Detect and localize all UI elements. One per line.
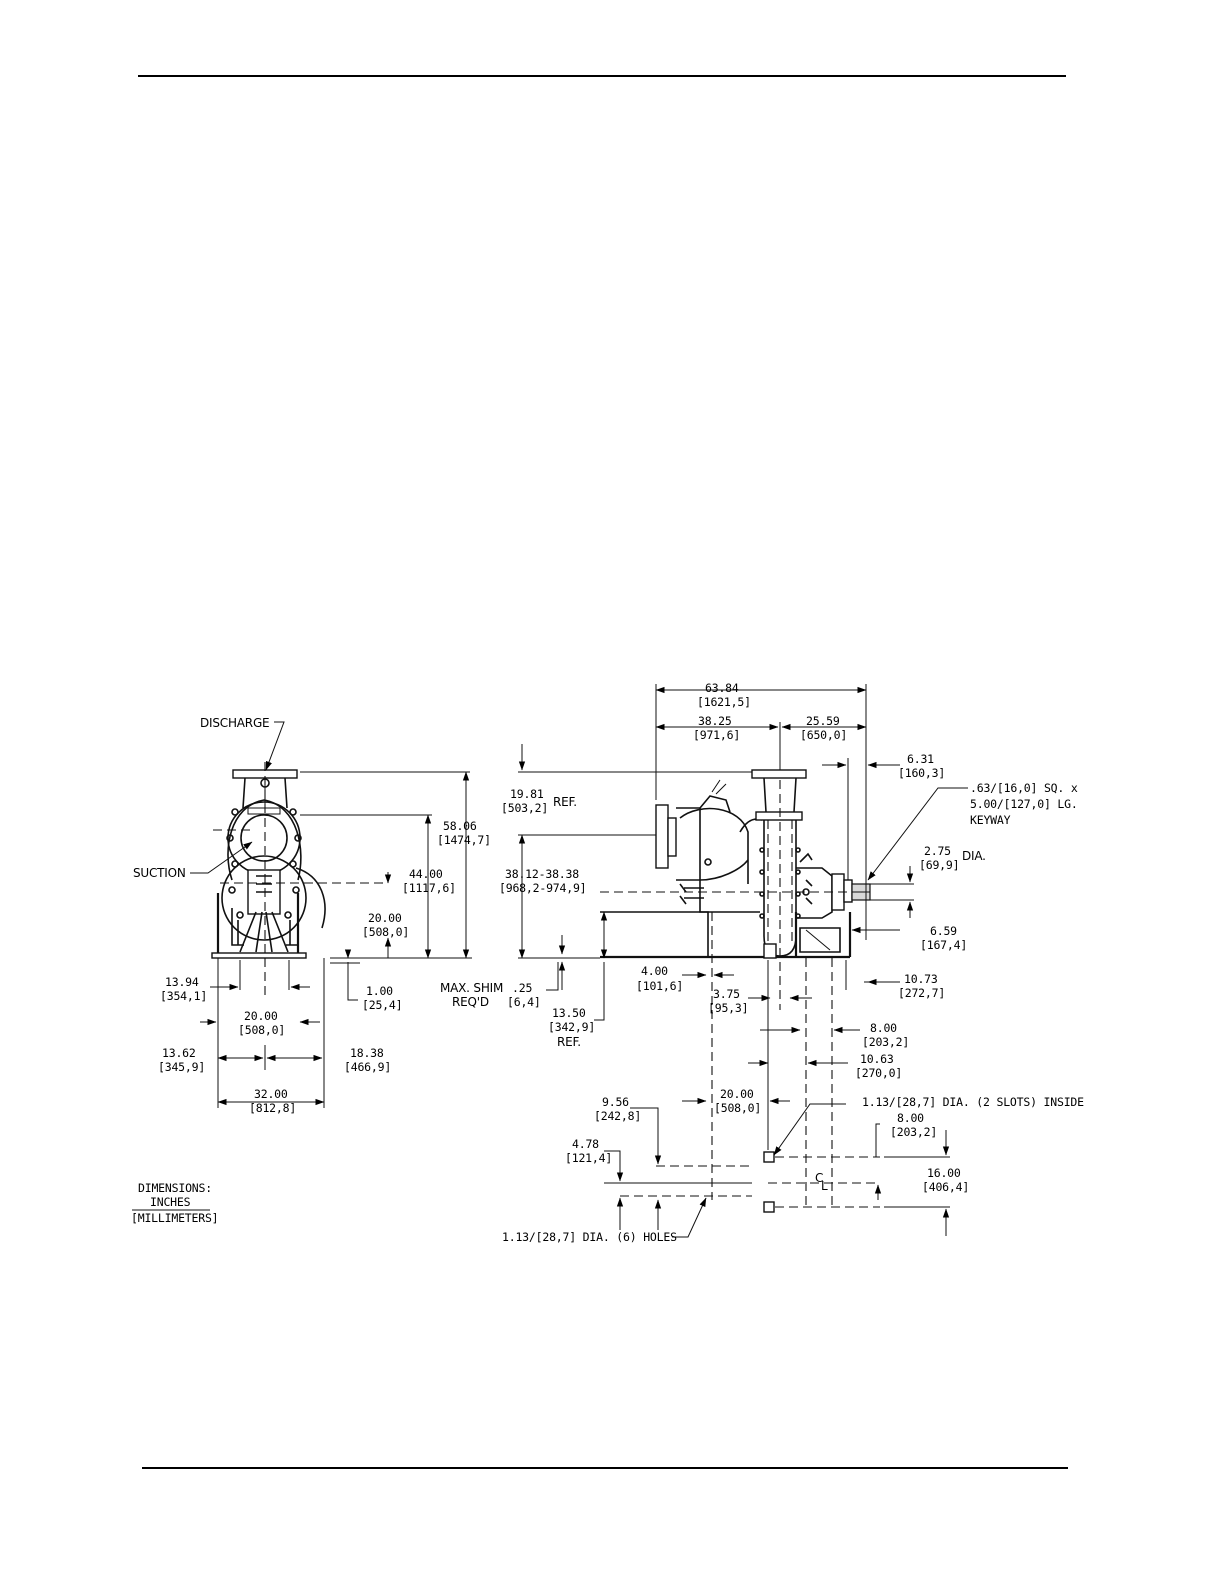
- front-view: [211, 762, 383, 1000]
- dim-63-84-in: 63.84: [705, 681, 739, 695]
- keyway-line1: .63/[16,0] SQ. x: [970, 781, 1078, 795]
- dim-9-56-mm: [242,8]: [594, 1109, 641, 1123]
- dim-13-94-in: 13.94: [165, 975, 199, 989]
- dim-0-25-in: .25: [512, 981, 532, 995]
- dim-32-00-in: 32.00: [254, 1087, 288, 1101]
- keyway-line3: KEYWAY: [970, 813, 1011, 827]
- dim-3-75-mm: [95,3]: [708, 1001, 748, 1015]
- dia-label: DIA.: [962, 849, 986, 863]
- dim-38-25-in: 38.25: [698, 714, 732, 728]
- dim-4-78-mm: [121,4]: [565, 1151, 612, 1165]
- dim-38-12-mm: [968,2-974,9]: [499, 881, 586, 895]
- dim-38-25-mm: [971,6]: [693, 728, 740, 742]
- dim-19-81-mm: [503,2]: [501, 801, 548, 815]
- dim-10-63-mm: [270,0]: [855, 1066, 902, 1080]
- dim-1-00-in: 1.00: [366, 984, 393, 998]
- centerline-c: C: [815, 1171, 823, 1185]
- dim-10-63-in: 10.63: [860, 1052, 894, 1066]
- ref-label-19-81: REF.: [553, 795, 577, 809]
- dim-9-56-in: 9.56: [602, 1095, 629, 1109]
- dim-10-73-mm: [272,7]: [898, 986, 945, 1000]
- dim-4-00-mm: [101,6]: [636, 979, 683, 993]
- dim-6-59-mm: [167,4]: [920, 938, 967, 952]
- dim-1-00-mm: [25,4]: [362, 998, 402, 1012]
- max-shim-label: MAX. SHIM: [440, 981, 503, 995]
- dim-58-06-in: 58.06: [443, 819, 477, 833]
- labels: DISCHARGE SUCTION 58.06 [1474,7] 44.00 […: [131, 681, 1084, 1244]
- dim-2-75-mm: [69,9]: [919, 858, 959, 872]
- dim-20-00b-mm: [508,0]: [238, 1023, 285, 1037]
- dim-4-78-in: 4.78: [572, 1137, 599, 1151]
- legend-inches: INCHES: [150, 1195, 191, 1209]
- dim-0-25-mm: [6,4]: [507, 995, 541, 1009]
- dim-32-00-mm: [812,8]: [249, 1101, 296, 1115]
- dim-4-00-in: 4.00: [641, 964, 668, 978]
- dim-20-00c-in: 20.00: [720, 1087, 754, 1101]
- dim-38-12-in: 38.12-38.38: [505, 867, 579, 881]
- side-view: [600, 769, 880, 1213]
- dim-6-31-in: 6.31: [907, 752, 934, 766]
- dim-58-06-mm: [1474,7]: [437, 833, 491, 847]
- dim-8-00a-mm: [203,2]: [862, 1035, 909, 1049]
- dim-2-75-in: 2.75: [924, 844, 951, 858]
- dim-10-73-in: 10.73: [904, 972, 938, 986]
- dim-8-00b-mm: [203,2]: [890, 1125, 937, 1139]
- dim-3-75-in: 3.75: [713, 987, 740, 1001]
- dim-25-59-in: 25.59: [806, 714, 840, 728]
- dim-13-50-mm: [342,9]: [548, 1020, 595, 1034]
- dim-19-81-in: 19.81: [510, 787, 544, 801]
- keyway-line2: 5.00/[127,0] LG.: [970, 797, 1078, 811]
- legend-title: DIMENSIONS:: [138, 1181, 212, 1195]
- holes-label: 1.13/[28,7] DIA. (6) HOLES: [502, 1230, 677, 1244]
- dim-16-00-mm: [406,4]: [922, 1180, 969, 1194]
- dim-6-59-in: 6.59: [930, 924, 957, 938]
- dim-63-84-mm: [1621,5]: [697, 695, 751, 709]
- dim-16-00-in: 16.00: [927, 1166, 961, 1180]
- dim-25-59-mm: [650,0]: [800, 728, 847, 742]
- slots-label: 1.13/[28,7] DIA. (2 SLOTS) INSIDE: [862, 1095, 1084, 1109]
- discharge-label: DISCHARGE: [200, 716, 269, 730]
- legend-millimeters: [MILLIMETERS]: [131, 1211, 218, 1225]
- dim-18-38-mm: [466,9]: [344, 1060, 391, 1074]
- dim-8-00b-in: 8.00: [897, 1111, 924, 1125]
- dim-44-00-in: 44.00: [409, 867, 443, 881]
- dim-13-50-in: 13.50: [552, 1006, 586, 1020]
- dim-20-00c-mm: [508,0]: [714, 1101, 761, 1115]
- dim-44-00-mm: [1117,6]: [402, 881, 456, 895]
- dim-13-62-mm: [345,9]: [158, 1060, 205, 1074]
- dim-20-00b-in: 20.00: [244, 1009, 278, 1023]
- suction-label: SUCTION: [133, 866, 186, 880]
- dim-20-00-mm: [508,0]: [362, 925, 409, 939]
- centerline-l: L: [821, 1179, 828, 1193]
- dimension-lines: [132, 684, 968, 1238]
- dim-6-31-mm: [160,3]: [898, 766, 945, 780]
- reqd-label: REQ'D: [452, 995, 489, 1009]
- dim-8-00a-in: 8.00: [870, 1021, 897, 1035]
- dim-13-62-in: 13.62: [162, 1046, 196, 1060]
- ref-label-13-50: REF.: [557, 1035, 581, 1049]
- dim-13-94-mm: [354,1]: [160, 989, 207, 1003]
- dim-18-38-in: 18.38: [350, 1046, 384, 1060]
- dim-20-00-in: 20.00: [368, 911, 402, 925]
